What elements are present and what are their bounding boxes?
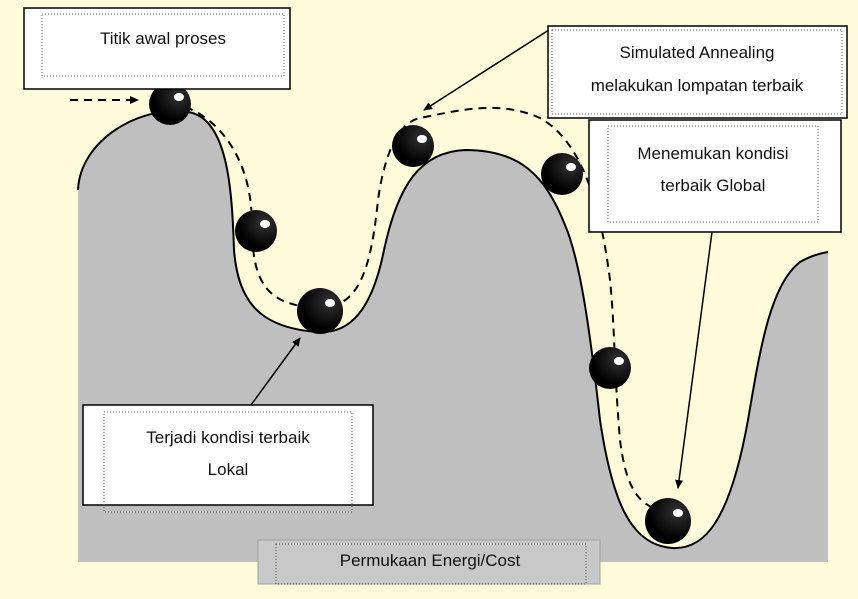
ball-global-minimum — [645, 498, 691, 544]
label-surface: Permukaan Energi/Cost — [257, 539, 601, 585]
global-pointer-arrow — [675, 231, 713, 489]
label-global-line1: Menemukan kondisi — [637, 144, 788, 163]
label-annealing-line2: melakukan lompatan terbaik — [591, 76, 804, 95]
label-local: Terjadi kondisi terbaik Lokal — [82, 404, 374, 513]
ball-local-minimum — [297, 288, 343, 334]
label-local-line2: Lokal — [208, 460, 249, 479]
label-annealing-line1: Simulated Annealing — [619, 43, 774, 62]
label-global: Menemukan kondisi terbaik Global — [588, 119, 842, 233]
label-local-line1: Terjadi kondisi terbaik — [146, 428, 310, 447]
ball-jump — [392, 125, 434, 167]
ball-over-peak — [541, 153, 583, 195]
ball-descent — [235, 210, 277, 252]
ball-start — [149, 83, 191, 125]
label-annealing: Simulated Annealing melakukan lompatan t… — [547, 25, 848, 119]
label-surface-text: Permukaan Energi/Cost — [340, 551, 521, 570]
ball-descent-global — [589, 347, 631, 389]
annealing-pointer-arrow — [423, 27, 553, 111]
label-start: Titik awal proses — [23, 7, 291, 90]
label-global-line2: terbaik Global — [661, 176, 766, 195]
energy-surface-outline — [77, 110, 829, 550]
label-start-text: Titik awal proses — [100, 29, 226, 48]
search-path-dashed — [171, 102, 661, 511]
